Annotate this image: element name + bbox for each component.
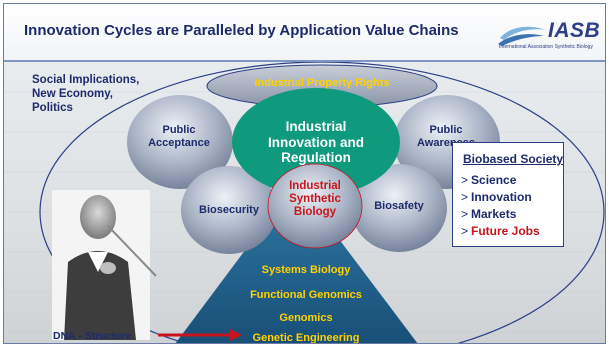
pyramid-layer: Systems Biology <box>261 264 351 276</box>
diagram-canvas <box>4 62 605 343</box>
slide: Innovation Cycles are Paralleled by Appl… <box>3 3 606 344</box>
diagram-area: Social Implications, New Economy, Politi… <box>4 62 605 343</box>
social-line: Politics <box>32 101 73 114</box>
public-acceptance-label: Public Acceptance <box>148 124 210 149</box>
property-rights-label: Industrial Property Rights <box>254 77 390 89</box>
social-line: Social Implications, <box>32 74 140 86</box>
public-acceptance-sphere <box>127 95 233 189</box>
social-implications: Social Implications, New Economy, Politi… <box>32 74 139 115</box>
value-chain-pyramid <box>175 182 418 343</box>
society-ellipse <box>39 62 605 343</box>
biobased-item: >Future Jobs <box>461 224 540 238</box>
pyramid-layer: Genomics <box>279 312 333 324</box>
social-line: New Economy, <box>32 87 113 100</box>
biobased-title: Biobased Society <box>463 152 564 166</box>
biosafety-sphere <box>351 164 447 252</box>
scientist-portrait <box>52 190 157 340</box>
logo-subtitle: International Association Synthetic Biol… <box>499 44 593 50</box>
biobased-item: >Markets <box>461 207 517 221</box>
biosecurity-sphere <box>181 166 277 254</box>
innovation-ellipse <box>232 88 400 196</box>
biobased-item: >Science <box>461 173 517 187</box>
innovation-label: Industrial Innovation and Regulation <box>268 119 364 166</box>
slide-title: Innovation Cycles are Paralleled by Appl… <box>24 22 459 39</box>
dna-structure-label: DNA - Structure <box>53 330 132 342</box>
pyramid-layer: Genetic Engineering <box>252 332 360 343</box>
iasb-logo <box>498 26 546 46</box>
slide-header: Innovation Cycles are Paralleled by Appl… <box>4 4 605 62</box>
biosecurity-label: Biosecurity <box>199 204 259 216</box>
biosafety-label: Biosafety <box>374 200 424 212</box>
pyramid-layer: Functional Genomics <box>250 289 362 301</box>
biobased-society-box: Biobased Society >Science >Innovation >M… <box>452 142 564 247</box>
biobased-item: >Innovation <box>461 190 532 204</box>
synthetic-biology-sphere <box>267 163 363 249</box>
logo-text: IASB <box>548 19 601 42</box>
synthetic-biology-label: Industrial Synthetic Biology <box>289 180 341 219</box>
